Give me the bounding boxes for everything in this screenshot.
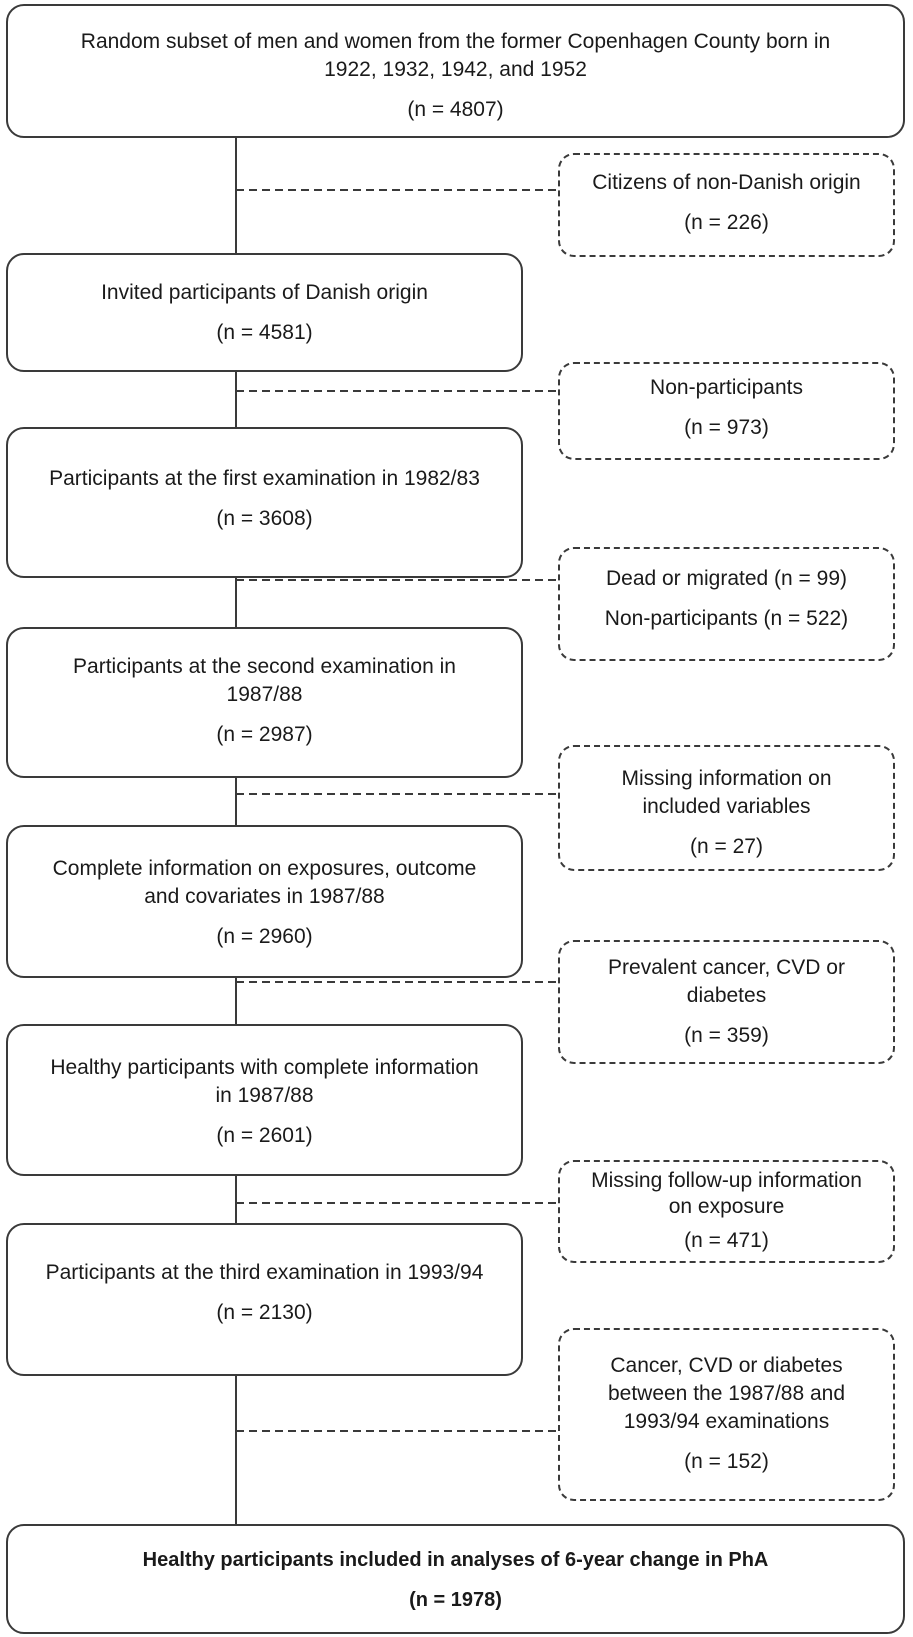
box-text-line: Random subset of men and women from the …	[80, 30, 831, 53]
box-count: (n = 2601)	[216, 1124, 313, 1147]
box-count: (n = 2987)	[216, 723, 313, 746]
box-text-line: on exposure	[668, 1195, 785, 1218]
box-text-line: Cancer, CVD or diabetes	[610, 1354, 843, 1377]
box-text-line: Healthy participants included in analyse…	[142, 1549, 769, 1571]
box-text-line: Citizens of non-Danish origin	[592, 171, 861, 194]
source-population-box: Random subset of men and women from the …	[6, 4, 905, 138]
box-count: (n = 471)	[684, 1229, 769, 1252]
invited-participants-box: Invited participants of Danish origin (n…	[6, 253, 523, 372]
box-text-line: 1922, 1932, 1942, and 1952	[324, 58, 587, 81]
exclusion-box-prevalent-disease: Prevalent cancer, CVD or diabetes (n = 3…	[558, 940, 895, 1064]
box-text-line: 1993/94 examinations	[623, 1410, 830, 1433]
box-count: (n = 152)	[684, 1450, 769, 1473]
box-count: (n = 3608)	[216, 507, 313, 530]
box-text-line: diabetes	[686, 984, 767, 1007]
box-count: (n = 973)	[684, 416, 769, 439]
third-examination-box: Participants at the third examination in…	[6, 1223, 523, 1376]
exclusion-box-missing-follow-up: Missing follow-up information on exposur…	[558, 1160, 895, 1263]
box-count: Non-participants (n = 522)	[604, 607, 849, 630]
box-text-line: Participants at the second examination i…	[73, 655, 456, 678]
box-text-line: Participants at the third examination in…	[45, 1261, 484, 1284]
box-text-line: in 1987/88	[215, 1084, 314, 1107]
box-text-line: included variables	[642, 795, 811, 818]
box-count: (n = 2960)	[216, 925, 313, 948]
first-examination-box: Participants at the first examination in…	[6, 427, 523, 578]
box-count: (n = 4581)	[216, 321, 313, 344]
box-text-line: 1987/88	[226, 683, 303, 706]
exclusion-box-dead-or-non-participants: Dead or migrated (n = 99) Non-participan…	[558, 547, 895, 661]
box-text-line: between the 1987/88 and	[607, 1382, 846, 1405]
second-examination-box: Participants at the second examination i…	[6, 627, 523, 778]
exclusion-box-non-danish: Citizens of non-Danish origin (n = 226)	[558, 153, 895, 257]
exclusion-box-incident-disease: Cancer, CVD or diabetes between the 1987…	[558, 1328, 895, 1501]
box-count: (n = 359)	[684, 1024, 769, 1047]
box-text-line: Invited participants of Danish origin	[101, 281, 428, 304]
box-count: (n = 1978)	[409, 1589, 502, 1611]
box-count: (n = 4807)	[407, 98, 504, 121]
box-text-line: Dead or migrated (n = 99)	[605, 567, 848, 590]
box-text-line: Prevalent cancer, CVD or	[608, 956, 845, 979]
box-text-line: and covariates in 1987/88	[144, 885, 385, 908]
healthy-participants-box: Healthy participants with complete infor…	[6, 1024, 523, 1176]
box-count: (n = 2130)	[216, 1301, 313, 1324]
box-text-line: Participants at the first examination in…	[49, 467, 480, 490]
final-analysis-box: Healthy participants included in analyse…	[6, 1524, 905, 1634]
box-text-line: Missing follow-up information	[591, 1169, 862, 1192]
complete-information-box: Complete information on exposures, outco…	[6, 825, 523, 978]
box-text-line: Non-participants	[650, 376, 803, 399]
box-count: (n = 226)	[684, 211, 769, 234]
box-count: (n = 27)	[690, 835, 763, 858]
exclusion-box-missing-variables: Missing information on included variable…	[558, 745, 895, 871]
box-text-line: Healthy participants with complete infor…	[50, 1056, 479, 1079]
exclusion-box-non-participants: Non-participants (n = 973)	[558, 362, 895, 460]
box-text-line: Missing information on	[621, 767, 832, 790]
box-text-line: Complete information on exposures, outco…	[52, 857, 477, 880]
